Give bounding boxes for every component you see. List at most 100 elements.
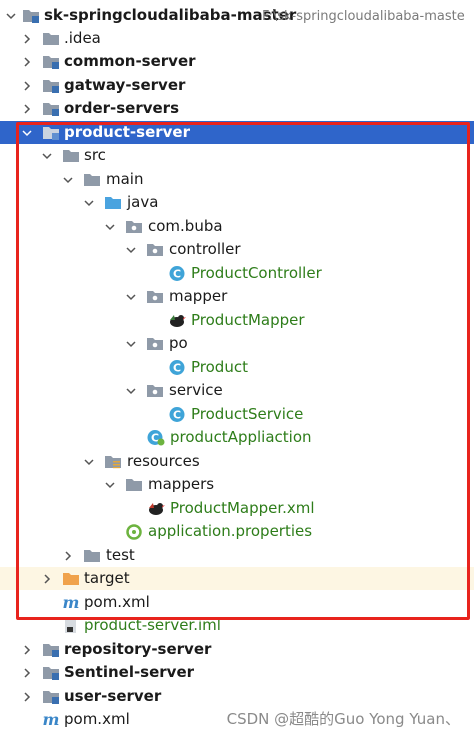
tree-row-product-appliaction[interactable]: C productAppliaction (0, 426, 474, 449)
tree-row-service[interactable]: service (0, 379, 474, 402)
chevron-down-icon[interactable] (124, 238, 138, 261)
tree-label-common-server: common-server (64, 52, 196, 70)
module-folder-icon (42, 688, 60, 705)
tree-row-product-service[interactable]: C ProductService (0, 403, 474, 426)
chevron-down-icon[interactable] (124, 379, 138, 402)
module-folder-icon (42, 53, 60, 70)
tree-row-main[interactable]: main (0, 168, 474, 191)
tree-label-main: main (106, 170, 144, 188)
tree-row-mapper[interactable]: mapper (0, 285, 474, 308)
chevron-right-icon[interactable] (20, 661, 34, 684)
tree-row-gatway-server[interactable]: gatway-server (0, 74, 474, 97)
tree-label-product-pom: pom.xml (84, 593, 150, 611)
tree-label-test: test (106, 546, 135, 564)
tree-label-order-servers: order-servers (64, 99, 180, 117)
chevron-right-icon[interactable] (20, 638, 34, 661)
chevron-right-icon[interactable] (20, 74, 34, 97)
chevron-down-icon[interactable] (82, 191, 96, 214)
tree-row-po[interactable]: po (0, 332, 474, 355)
tree-label-root-pom: pom.xml (64, 710, 130, 728)
resources-folder-icon (104, 453, 122, 470)
excluded-folder-icon (62, 570, 80, 587)
tree-row-user-server[interactable]: user-server (0, 685, 474, 708)
tree-row-product-pom[interactable]: m pom.xml (0, 591, 474, 614)
folder-icon (83, 547, 101, 564)
tree-row-com-buba[interactable]: com.buba (0, 215, 474, 238)
folder-icon (125, 476, 143, 493)
folder-icon (42, 30, 60, 47)
tree-row-test[interactable]: test (0, 544, 474, 567)
tree-label-mapper: mapper (169, 287, 228, 305)
chevron-right-icon[interactable] (20, 685, 34, 708)
tree-label-product-mapper-xml: ProductMapper.xml (170, 499, 315, 517)
chevron-down-icon[interactable] (40, 144, 54, 167)
chevron-down-icon[interactable] (20, 121, 34, 144)
tree-row-product-mapper-xml[interactable]: ProductMapper.xml (0, 497, 474, 520)
chevron-right-icon[interactable] (40, 567, 54, 590)
package-icon (146, 335, 164, 352)
tree-label-src: src (84, 146, 106, 164)
tree-row-product[interactable]: C Product (0, 356, 474, 379)
chevron-down-icon[interactable] (61, 168, 75, 191)
tree-row-product-controller[interactable]: C ProductController (0, 262, 474, 285)
folder-icon (83, 171, 101, 188)
chevron-down-icon[interactable] (124, 332, 138, 355)
tree-row-sentinel-server[interactable]: Sentinel-server (0, 661, 474, 684)
tree-label-product-server: product-server (64, 123, 190, 141)
tree-row-application-properties[interactable]: application.properties (0, 520, 474, 543)
tree-label-mappers: mappers (148, 475, 215, 493)
package-icon (146, 241, 164, 258)
tree-row-target[interactable]: target (0, 567, 474, 590)
spring-properties-icon (125, 523, 143, 540)
tree-label-po: po (169, 334, 188, 352)
svg-text:C: C (173, 409, 181, 422)
tree-row-mappers[interactable]: mappers (0, 473, 474, 496)
chevron-down-icon[interactable] (82, 450, 96, 473)
tree-row-product-mapper[interactable]: ProductMapper (0, 309, 474, 332)
source-folder-icon (104, 194, 122, 211)
chevron-right-icon[interactable] (61, 544, 75, 567)
tree-label-com-buba: com.buba (148, 217, 223, 235)
package-icon (146, 288, 164, 305)
tree-label-user-server: user-server (64, 687, 162, 705)
tree-label-product-mapper: ProductMapper (191, 311, 305, 329)
tree-row-controller[interactable]: controller (0, 238, 474, 261)
tree-row-project-root[interactable]: sk-springcloudalibaba-master F:\sk-sprin… (0, 4, 474, 27)
tree-row-resources[interactable]: resources (0, 450, 474, 473)
tree-row-order-servers[interactable]: order-servers (0, 97, 474, 120)
chevron-down-icon[interactable] (103, 215, 117, 238)
tree-row-java[interactable]: java (0, 191, 474, 214)
tree-row-root-pom[interactable]: m pom.xml (0, 708, 474, 731)
chevron-right-icon[interactable] (20, 27, 34, 50)
project-path: F:\sk-springcloudalibaba-maste (262, 9, 465, 24)
chevron-down-icon[interactable] (124, 285, 138, 308)
svg-text:C: C (173, 362, 181, 375)
tree-label-product-iml: product-server.iml (84, 616, 221, 634)
tree-label-product: Product (191, 358, 248, 376)
tree-label-service: service (169, 381, 223, 399)
tree-row-product-server[interactable]: product-server (0, 121, 474, 144)
tree-label-product-controller: ProductController (191, 264, 322, 282)
tree-row-product-iml[interactable]: product-server.iml (0, 614, 474, 637)
chevron-right-icon[interactable] (20, 97, 34, 120)
module-folder-icon (42, 124, 60, 141)
tree-row-repository-server[interactable]: repository-server (0, 638, 474, 661)
mybatis-bird-icon (147, 500, 165, 517)
watermark: CSDN @超酷的Guo Yong Yuan、 (226, 710, 460, 728)
tree-row-src[interactable]: src (0, 144, 474, 167)
module-folder-icon (22, 7, 40, 24)
chevron-right-icon[interactable] (20, 50, 34, 73)
chevron-down-icon[interactable] (4, 4, 18, 27)
svg-text:m: m (43, 711, 60, 728)
tree-label-application-properties: application.properties (148, 522, 313, 540)
tree-row-common-server[interactable]: common-server (0, 50, 474, 73)
svg-text:m: m (63, 594, 80, 611)
svg-text:C: C (173, 268, 181, 281)
iml-file-icon (62, 617, 80, 634)
tree-row-idea[interactable]: .idea (0, 27, 474, 50)
highlight-box (16, 122, 470, 620)
spring-boot-class-icon: C (147, 429, 165, 446)
chevron-down-icon[interactable] (103, 473, 117, 496)
tree-label-resources: resources (127, 452, 200, 470)
folder-icon (62, 147, 80, 164)
